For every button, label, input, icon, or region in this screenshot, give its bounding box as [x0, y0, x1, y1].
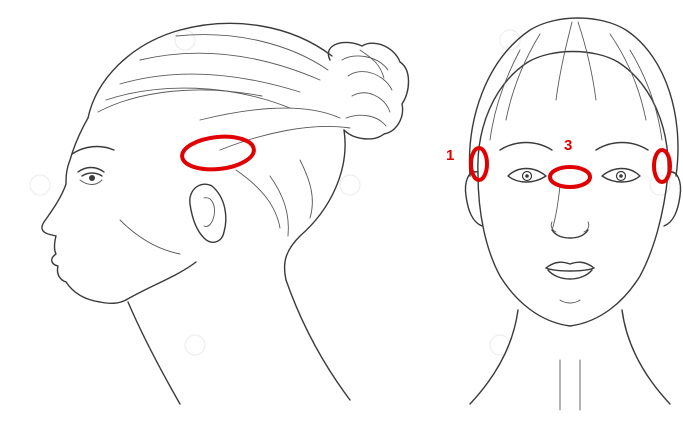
- marker-3-glabella: [550, 167, 590, 187]
- marker-label-1: 1: [446, 148, 454, 163]
- watermark-pattern: [30, 30, 670, 355]
- marker-group: [181, 133, 670, 187]
- front-head-drawing: [466, 18, 681, 410]
- marker-label-3: 3: [564, 138, 572, 153]
- marker-temple-side: [181, 133, 256, 172]
- profile-head-drawing: [42, 23, 409, 404]
